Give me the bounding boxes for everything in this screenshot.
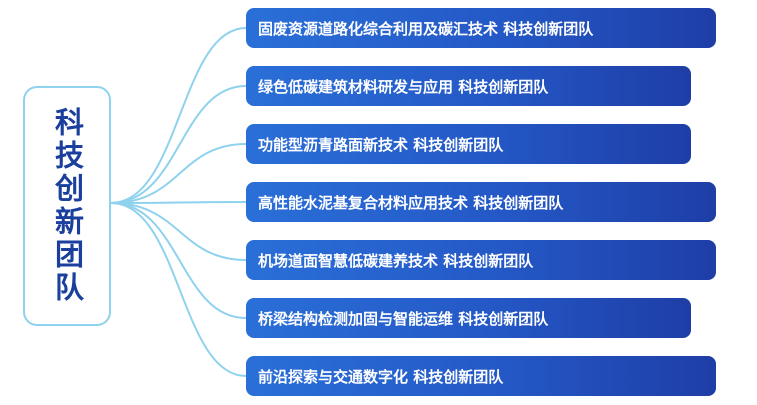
branch-node-1: 固废资源道路化综合利用及碳汇技术 科技创新团队 xyxy=(246,8,716,48)
branch-node-7: 前沿探索与交通数字化 科技创新团队 xyxy=(246,356,716,396)
branch-node-label: 桥梁结构检测加固与智能运维 科技创新团队 xyxy=(258,309,549,328)
branch-node-label: 机场道面智慧低碳建养技术 科技创新团队 xyxy=(258,251,534,270)
connector-line-4 xyxy=(110,201,247,204)
branch-node-5: 机场道面智慧低碳建养技术 科技创新团队 xyxy=(246,240,716,280)
branch-node-3: 功能型沥青路面新技术 科技创新团队 xyxy=(246,124,691,164)
branch-node-label: 高性能水泥基复合材料应用技术 科技创新团队 xyxy=(258,193,564,212)
branch-node-6: 桥梁结构检测加固与智能运维 科技创新团队 xyxy=(246,298,691,338)
connector-line-6 xyxy=(110,202,247,319)
connector-line-7 xyxy=(110,202,247,377)
connector-line-2 xyxy=(110,85,247,204)
branch-node-label: 功能型沥青路面新技术 科技创新团队 xyxy=(258,135,504,154)
branch-node-label: 前沿探索与交通数字化 科技创新团队 xyxy=(258,367,504,386)
root-node-label: 科技创新团队 xyxy=(50,107,85,305)
connector-line-1 xyxy=(110,27,247,204)
branch-node-4: 高性能水泥基复合材料应用技术 科技创新团队 xyxy=(246,182,716,222)
connector-line-3 xyxy=(110,143,247,204)
branch-node-label: 绿色低碳建筑材料研发与应用 科技创新团队 xyxy=(258,77,549,96)
root-node: 科技创新团队 xyxy=(23,86,111,326)
connector-line-5 xyxy=(110,202,247,261)
branch-node-label: 固废资源道路化综合利用及碳汇技术 科技创新团队 xyxy=(258,19,594,38)
branch-node-2: 绿色低碳建筑材料研发与应用 科技创新团队 xyxy=(246,66,691,106)
